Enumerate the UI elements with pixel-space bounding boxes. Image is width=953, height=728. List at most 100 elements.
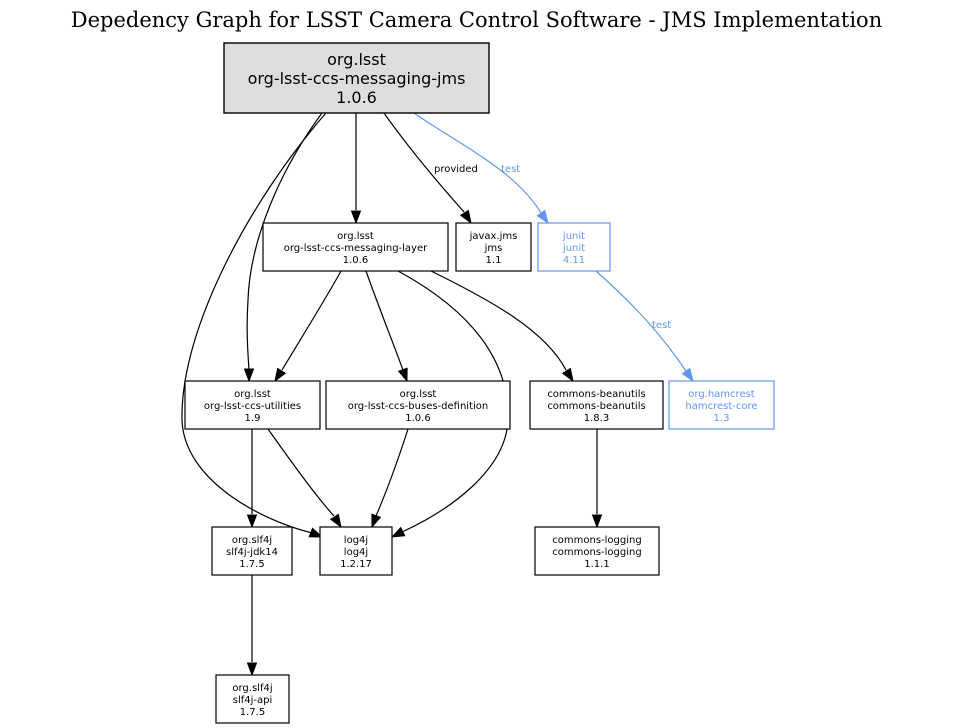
node-artifact-id: slf4j-api xyxy=(233,695,273,706)
node-buses-definition[interactable]: org.lsstorg-lsst-ccs-buses-definition1.0… xyxy=(325,380,511,430)
edge-slf4j-jdk14-to-slf4j-api xyxy=(246,575,258,677)
node-artifact-id: org-lsst-ccs-messaging-layer xyxy=(284,243,428,254)
edge-messaging-jms-to-messaging-layer xyxy=(350,113,362,225)
arrowhead-icon xyxy=(243,368,255,383)
node-group-id: org.lsst xyxy=(337,231,374,242)
arrowhead-icon xyxy=(329,513,342,529)
node-artifact-id: commons-logging xyxy=(552,547,641,558)
node-group-id: org.slf4j xyxy=(232,683,272,694)
node-group-id: org.hamcrest xyxy=(688,389,755,400)
node-box xyxy=(211,526,293,576)
node-artifact-id: commons-beanutils xyxy=(547,401,645,412)
edge-line xyxy=(430,270,567,371)
arrowhead-icon xyxy=(350,210,362,225)
node-version: 1.0.6 xyxy=(405,413,430,424)
node-version: 1.9 xyxy=(245,413,261,424)
edge-line xyxy=(383,112,465,213)
node-artifact-id: log4j xyxy=(344,547,368,558)
node-box xyxy=(668,380,775,430)
graph-title: Depedency Graph for LSST Camera Control … xyxy=(70,8,883,32)
arrowhead-icon xyxy=(561,367,574,383)
edge-junit-to-hamcrest-core: test xyxy=(595,270,694,383)
node-version: 1.1.1 xyxy=(584,559,609,570)
node-group-id: org.lsst xyxy=(400,389,437,400)
edge-line xyxy=(246,112,323,371)
arrowhead-icon xyxy=(246,662,258,677)
edge-messaging-jms-to-junit: test xyxy=(413,112,549,225)
arrowhead-icon xyxy=(246,514,258,529)
arrowhead-icon xyxy=(459,209,472,225)
node-version: 1.1 xyxy=(486,255,502,266)
node-box xyxy=(537,222,611,272)
node-group-id: log4j xyxy=(344,535,368,546)
node-box xyxy=(534,526,660,576)
node-box xyxy=(325,380,511,430)
arrowhead-icon xyxy=(274,367,287,383)
node-box xyxy=(529,380,664,430)
node-version: 1.0.6 xyxy=(336,88,377,107)
edge-line xyxy=(181,112,327,534)
arrowhead-icon xyxy=(591,514,603,529)
edge-line xyxy=(413,112,542,214)
arrowhead-icon xyxy=(536,209,549,225)
edge-utilities-to-slf4j-jdk14 xyxy=(246,429,258,529)
node-box xyxy=(262,222,449,272)
node-version: 1.0.6 xyxy=(343,255,368,266)
node-version: 1.2.17 xyxy=(340,559,372,570)
arrowhead-icon xyxy=(681,367,694,383)
edge-utilities-to-log4j xyxy=(267,428,342,529)
node-artifact-id: jms xyxy=(484,243,503,254)
node-artifact-id: slf4j-jdk14 xyxy=(226,547,278,558)
edge-buses-definition-to-log4j xyxy=(371,428,409,529)
node-artifact-id: hamcrest-core xyxy=(685,401,757,412)
node-box xyxy=(184,380,321,430)
node-box xyxy=(319,526,393,576)
node-box xyxy=(223,42,490,114)
edge-label: test xyxy=(652,320,671,331)
arrowhead-icon xyxy=(371,513,382,529)
edge-messaging-jms-to-log4j xyxy=(181,112,327,538)
edge-label: test xyxy=(501,164,520,175)
node-group-id: org.lsst xyxy=(234,389,271,400)
node-group-id: junit xyxy=(562,231,585,242)
edge-messaging-layer-to-commons-beanutils xyxy=(430,270,574,383)
node-version: 1.8.3 xyxy=(584,413,609,424)
nodes-layer: org.lsstorg-lsst-ccs-messaging-jms1.0.6o… xyxy=(184,42,775,724)
node-artifact-id: org-lsst-ccs-messaging-jms xyxy=(248,69,466,88)
edge-messaging-layer-to-utilities xyxy=(274,270,342,383)
node-group-id: commons-logging xyxy=(552,535,641,546)
node-version: 1.7.5 xyxy=(239,559,264,570)
edge-label: provided xyxy=(434,164,478,175)
node-artifact-id: org-lsst-ccs-buses-definition xyxy=(348,401,489,412)
edge-messaging-jms-to-javax-jms: provided xyxy=(383,112,478,225)
node-version: 1.3 xyxy=(714,413,730,424)
node-box xyxy=(215,674,290,724)
arrowhead-icon xyxy=(308,527,324,538)
edge-line xyxy=(281,270,342,371)
arrowhead-icon xyxy=(397,367,408,383)
node-box xyxy=(455,222,532,272)
arrowhead-icon xyxy=(390,526,406,538)
node-group-id: commons-beanutils xyxy=(547,389,645,400)
edge-messaging-layer-to-buses-definition xyxy=(365,270,408,383)
edge-commons-beanutils-to-commons-logging xyxy=(591,429,603,529)
edge-messaging-jms-to-utilities xyxy=(243,112,323,383)
edge-line xyxy=(267,428,335,517)
node-group-id: org.lsst xyxy=(327,50,386,69)
node-messaging-layer[interactable]: org.lsstorg-lsst-ccs-messaging-layer1.0.… xyxy=(262,222,449,272)
node-version: 1.7.5 xyxy=(240,707,265,718)
node-artifact-id: junit xyxy=(562,243,585,254)
node-group-id: javax.jms xyxy=(469,231,518,242)
edge-line xyxy=(365,270,404,371)
